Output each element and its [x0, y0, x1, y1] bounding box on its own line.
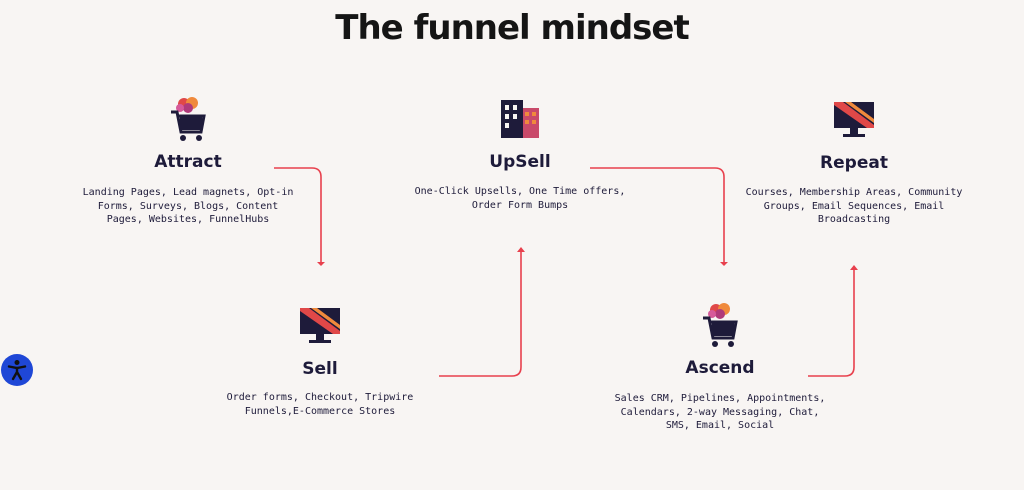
stage-label-sell: Sell	[302, 359, 338, 379]
stage-sell: Sell Order forms, Checkout, Tripwire Fun…	[210, 305, 430, 418]
arrowhead-attract-to-sell	[317, 262, 325, 266]
arrow-ascend-to-repeat	[808, 270, 855, 377]
stage-description-repeat: Courses, Membership Areas, Community Gro…	[745, 187, 963, 225]
arrowhead-upsell-to-ascend	[720, 262, 728, 266]
accessibility-icon	[7, 360, 27, 381]
stage-upsell: UpSell One-Click Upsells, One Time offer…	[410, 98, 630, 212]
page-title: The funnel mindset	[335, 8, 689, 48]
arrow-upsell-to-ascend	[590, 167, 725, 262]
stage-description-ascend: Sales CRM, Pipelines, Appointments, Cale…	[614, 393, 826, 431]
stage-ascend: Ascend Sales CRM, Pipelines, Appointment…	[610, 302, 830, 433]
stage-description-sell: Order forms, Checkout, Tripwire Funnels,…	[226, 392, 414, 417]
stage-description-attract: Landing Pages, Lead magnets, Opt-in Form…	[82, 187, 294, 225]
arrow-sell-to-upsell	[439, 252, 522, 377]
building-icon	[501, 100, 539, 138]
stage-label-repeat: Repeat	[820, 153, 888, 173]
stage-description-upsell: One-Click Upsells, One Time offers, Orde…	[414, 186, 626, 211]
shopping-cart-icon	[171, 97, 206, 141]
stage-label-ascend: Ascend	[685, 358, 755, 378]
monitor-icon	[834, 102, 874, 137]
arrow-attract-to-sell	[274, 167, 322, 262]
stage-repeat: Repeat Courses, Membership Areas, Commun…	[744, 99, 964, 227]
monitor-icon	[300, 308, 340, 343]
shopping-cart-icon	[703, 303, 738, 347]
arrowhead-ascend-to-repeat	[850, 265, 858, 270]
stage-label-upsell: UpSell	[489, 152, 551, 172]
accessibility-button[interactable]	[1, 354, 33, 386]
stage-attract: Attract Landing Pages, Lead magnets, Opt…	[78, 96, 298, 227]
arrowhead-sell-to-upsell	[517, 247, 525, 252]
stage-label-attract: Attract	[154, 152, 222, 172]
